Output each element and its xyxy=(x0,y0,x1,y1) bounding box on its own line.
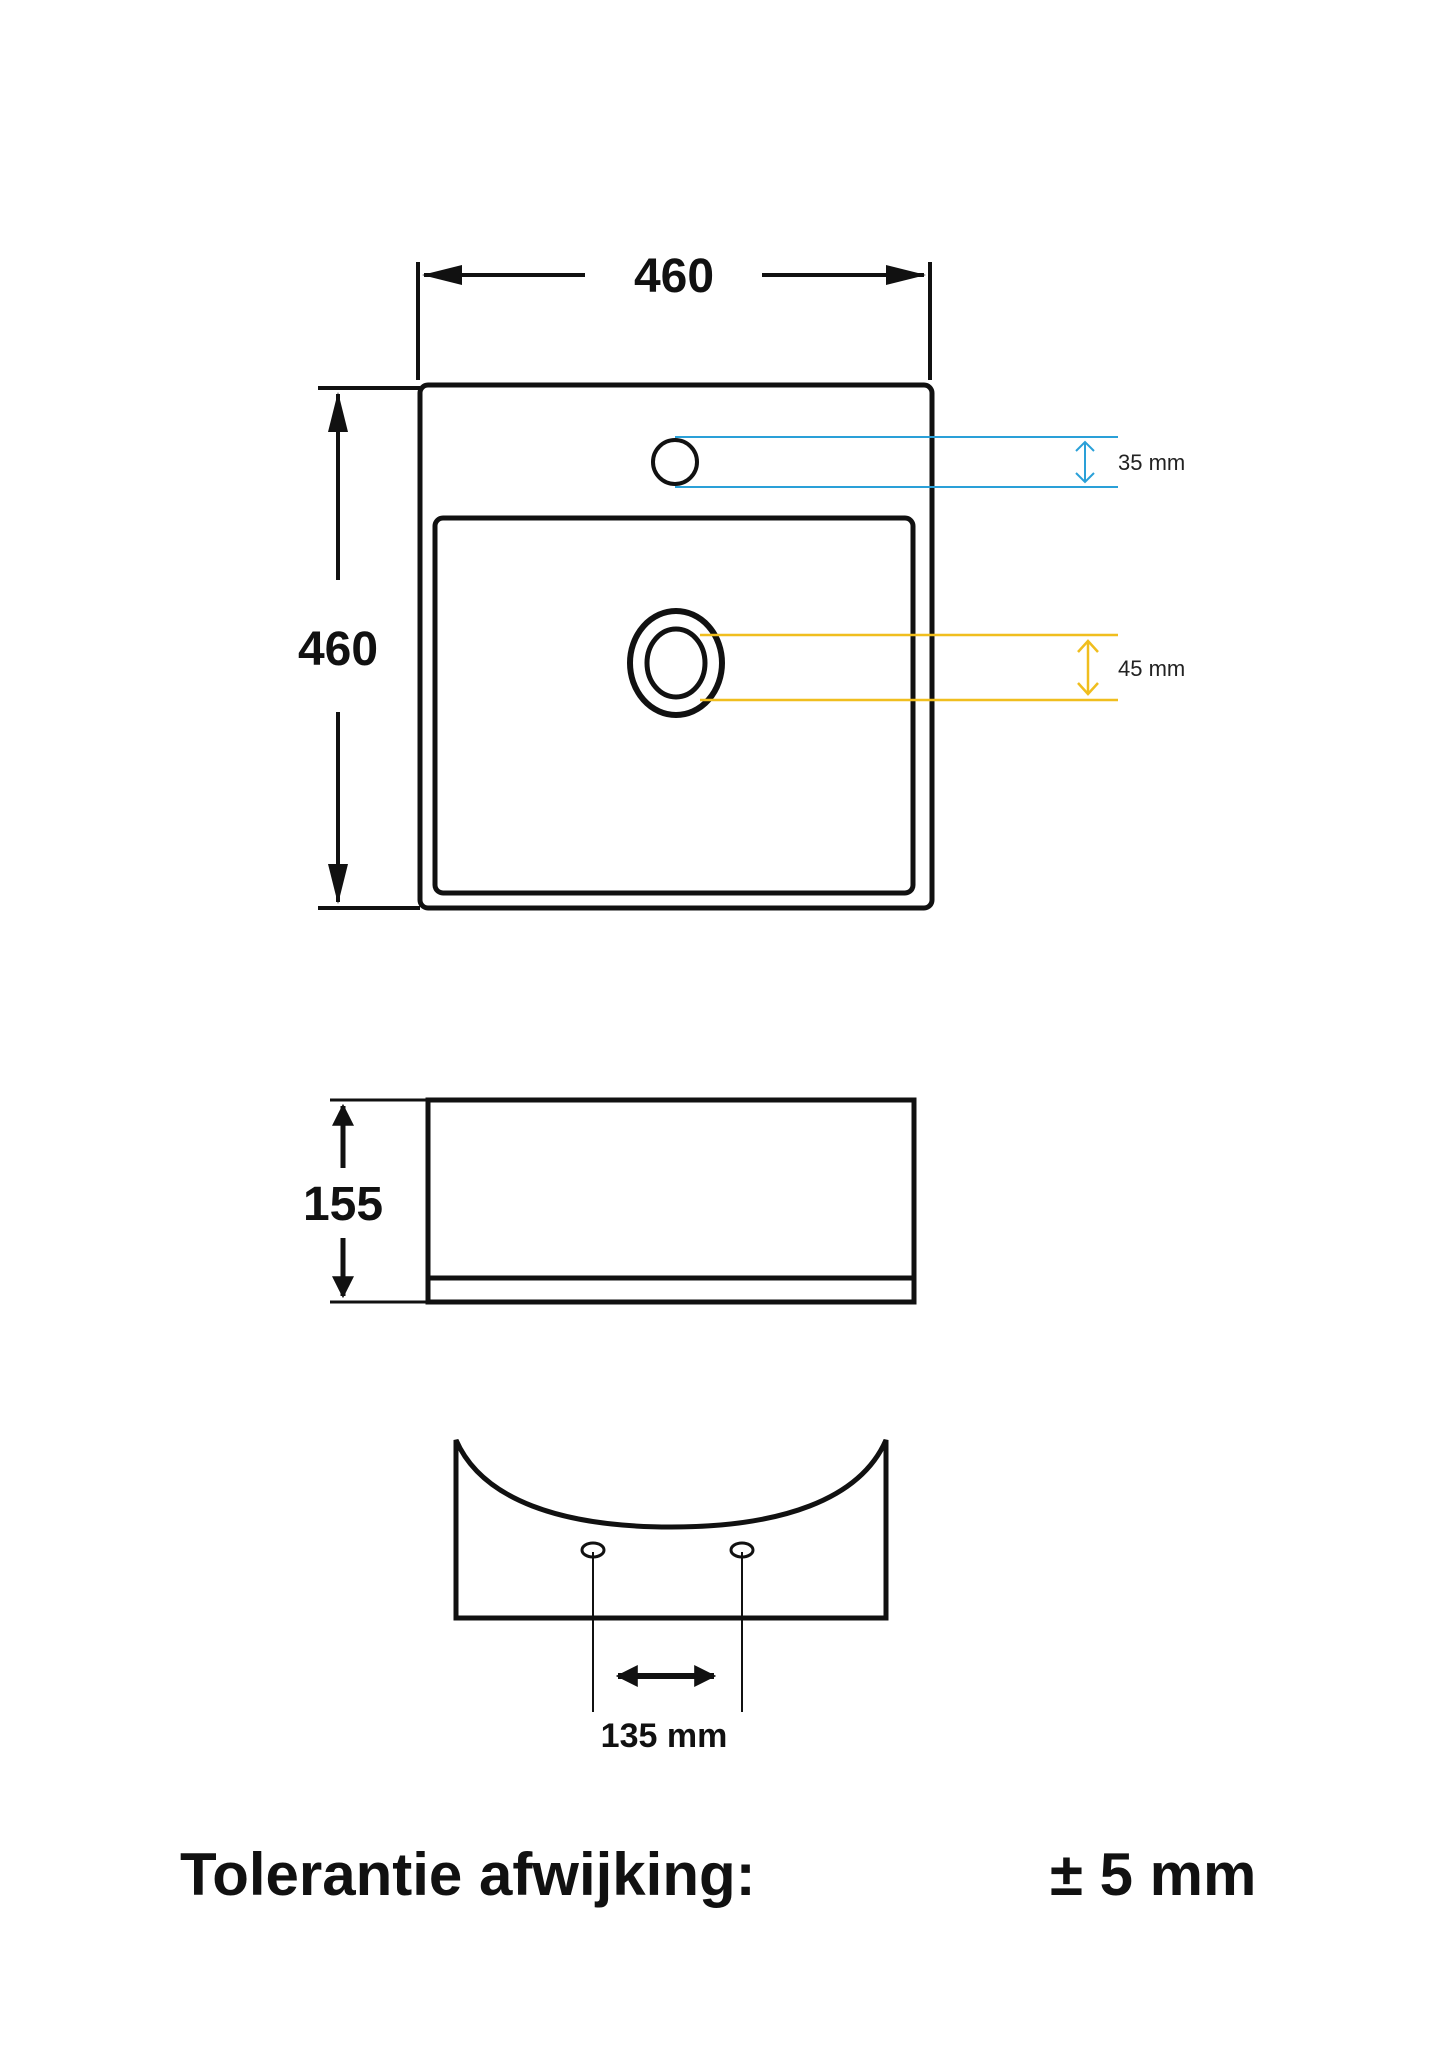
basin-outer-outline xyxy=(417,382,935,911)
back-profile-outline xyxy=(453,1439,889,1621)
spacing-label: 135 mm xyxy=(601,1717,728,1755)
width-label: 460 xyxy=(634,250,714,303)
height-label: 460 xyxy=(298,623,378,676)
drain-guides xyxy=(700,633,1118,702)
faucet-hole-guides xyxy=(675,436,1118,488)
tolerance-footer: Tolerantie afwijking: ± 5 mm xyxy=(0,1840,1445,1930)
top-view: 460 460 35 mm xyxy=(298,250,1185,911)
drain-outer xyxy=(627,608,725,718)
drain-inner xyxy=(644,626,708,700)
width-dimension xyxy=(416,262,932,380)
drain-label: 45 mm xyxy=(1118,656,1185,681)
basin-inner-outline xyxy=(432,515,916,896)
faucet-hole-label: 35 mm xyxy=(1118,450,1185,475)
side-view: 155 xyxy=(303,1097,917,1305)
height-dimension xyxy=(318,386,420,910)
back-view: 135 mm xyxy=(453,1439,889,1755)
faucet-hole xyxy=(651,438,699,486)
tolerance-label: Tolerantie afwijking: xyxy=(180,1841,756,1908)
tolerance-value: ± 5 mm xyxy=(1050,1841,1257,1908)
side-height-label: 155 xyxy=(303,1178,383,1231)
side-profile-outline xyxy=(425,1097,917,1305)
